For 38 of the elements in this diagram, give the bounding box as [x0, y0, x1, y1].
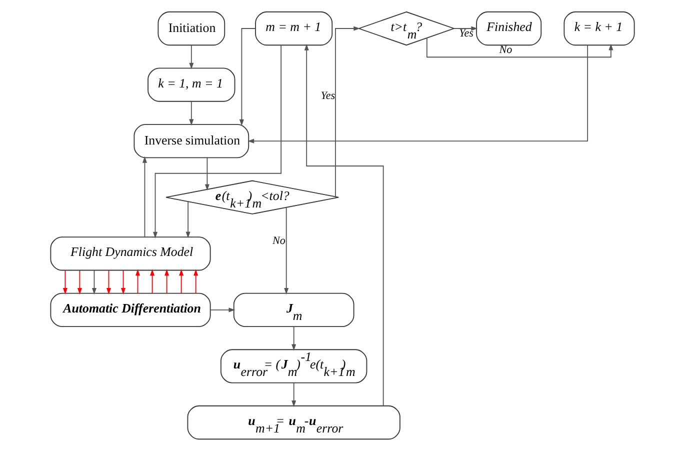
node-box: k = 1, m = 1 — [148, 68, 236, 102]
arrow — [150, 269, 155, 294]
arrow — [284, 207, 289, 294]
arrow — [142, 156, 147, 238]
arrow — [248, 44, 588, 144]
arrow — [304, 44, 384, 406]
arrow — [292, 326, 296, 351]
arrow — [153, 44, 282, 238]
arrow — [292, 382, 296, 408]
arrow — [186, 201, 190, 238]
arrow — [194, 269, 198, 294]
edge-label: No — [272, 235, 286, 248]
edge-label: Yes — [320, 90, 336, 102]
arrow — [189, 101, 194, 126]
arrow — [92, 270, 96, 294]
arrow — [335, 26, 360, 198]
arrow — [164, 269, 170, 294]
node-box: Automatic Differentiation — [50, 292, 211, 327]
arrow — [120, 270, 126, 294]
arrow — [106, 270, 111, 294]
arrow — [426, 38, 614, 58]
arrow — [136, 269, 140, 294]
node-box: Finished — [476, 11, 542, 46]
arrow — [179, 269, 184, 294]
node-box: Flight Dynamics Model — [50, 236, 211, 271]
arrow — [239, 28, 256, 126]
arrow — [210, 308, 236, 312]
node-box: Inverse simulation — [134, 124, 250, 158]
arrow — [189, 44, 194, 70]
arrow — [77, 270, 82, 294]
arrow — [62, 270, 68, 294]
edge-label: Yes — [459, 27, 474, 40]
node-box: Initiation — [158, 11, 226, 46]
arrow — [454, 26, 478, 31]
node-box: k = k + 1 — [564, 11, 635, 46]
arrow — [204, 158, 210, 191]
edge-label: No — [499, 44, 512, 56]
node-box: m = m + 1 — [255, 11, 333, 46]
